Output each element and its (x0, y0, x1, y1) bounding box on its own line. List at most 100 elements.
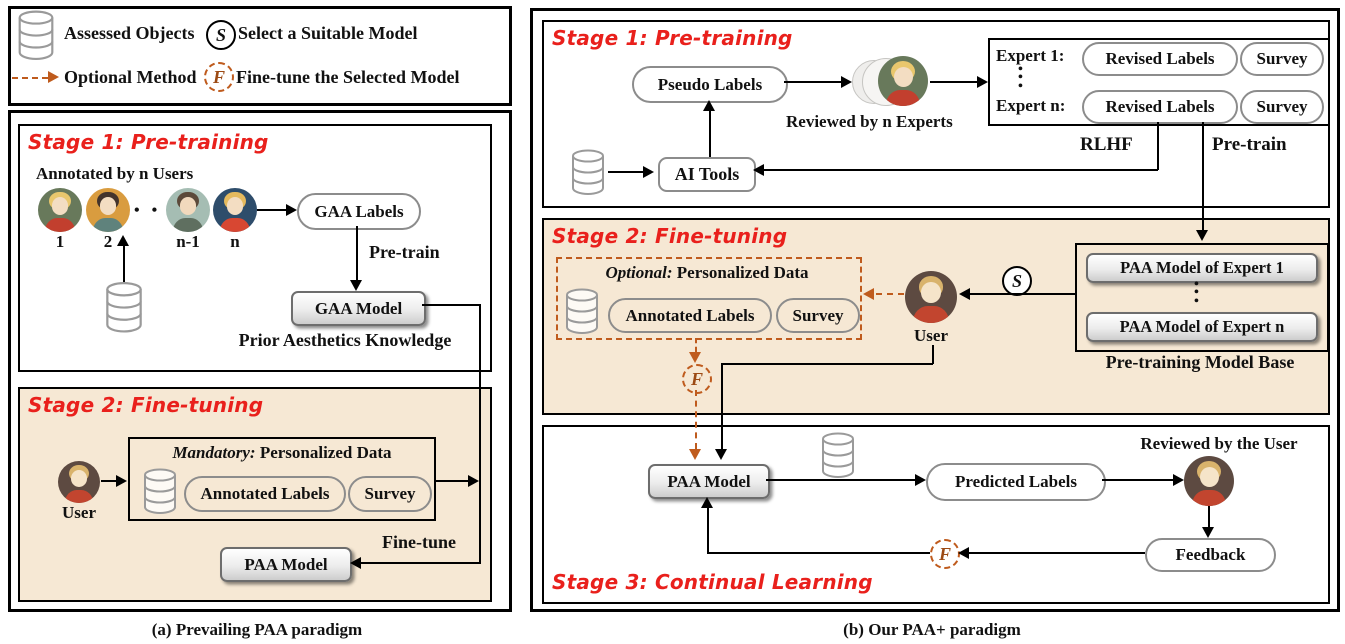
arrowhead (350, 280, 362, 291)
horizontal-dots: • • • (134, 202, 179, 219)
dashed-arrow-user-to-optional (876, 293, 904, 295)
panel-a-caption: (a) Prevailing PAA paradigm (151, 620, 363, 639)
personalized-data-word: Personalized Data (259, 443, 392, 462)
arrowhead (715, 449, 727, 460)
legend-select-model: Select a Suitable Model (238, 23, 418, 43)
arrow-db-to-aitools (608, 171, 643, 173)
arrowhead (116, 475, 127, 487)
user-label-a: User (62, 503, 96, 522)
survey-pill-b: Survey (776, 298, 860, 333)
line-gaamodel-down (479, 304, 481, 564)
arrow-experts-to-expertbox (930, 81, 977, 83)
line-user-down (932, 345, 934, 364)
database-icon (570, 148, 606, 196)
user-avatar-n1 (166, 188, 210, 232)
optional-box (556, 257, 862, 340)
user-avatar-1 (38, 188, 82, 232)
line-gaamodel-right (422, 304, 480, 306)
panel-a-stage2-title: Stage 2: Fine-tuning (28, 393, 264, 417)
arrowhead (350, 557, 361, 569)
arrow-feedback-to-f (969, 552, 1145, 554)
arrow-aitools-to-pseudo (709, 111, 711, 157)
survey-pill-n: Survey (1240, 90, 1324, 124)
paa-model-button-a: PAA Model (220, 547, 352, 582)
arrow-user-to-paamodel (721, 363, 723, 449)
arrow-users-to-gaalabels (257, 209, 286, 211)
arrowhead (753, 164, 764, 176)
arrowhead (689, 449, 701, 460)
arrow-user-to-mandatory (101, 480, 116, 482)
reviewed-by-user-label: Reviewed by the User (1140, 434, 1298, 453)
user-avatar-b (905, 271, 957, 323)
arrow-db-to-users (123, 246, 125, 282)
user-avatar (58, 461, 100, 503)
arrowhead (1173, 474, 1184, 486)
paa-model-button-b: PAA Model (648, 464, 770, 499)
ai-tools-box: AI Tools (658, 157, 756, 192)
arrowhead (915, 474, 926, 486)
arrow-f-to-paamodel-up (707, 508, 709, 553)
arrow-paamodel-to-predicted (766, 479, 915, 481)
database-icon (142, 468, 178, 514)
arrow-pretrain-to-base (1202, 122, 1204, 230)
arrowhead (841, 76, 852, 88)
panel-b-stage3-box (542, 425, 1330, 604)
expert-1-label: Expert 1: (996, 46, 1065, 65)
finetune-icon-b-stage3: F (930, 539, 960, 569)
arrowhead (703, 100, 715, 111)
paa-model-expertn-button: PAA Model of Expert n (1086, 312, 1318, 342)
legend-box (8, 6, 512, 106)
annotated-labels-pill-a: Annotated Labels (184, 476, 346, 512)
legend-optional-method: Optional Method (64, 67, 197, 87)
survey-pill-a: Survey (348, 476, 432, 512)
expert-n-label: Expert n: (996, 96, 1066, 115)
line-rlhf-left (764, 169, 1158, 171)
finetune-icon: F (204, 62, 234, 92)
prior-knowledge-label: Prior Aesthetics Knowledge (238, 330, 452, 350)
user-index-2: 2 (103, 232, 113, 251)
arrowhead (863, 288, 874, 300)
arrowhead (286, 204, 297, 216)
revised-labels-pill-n: Revised Labels (1082, 90, 1238, 124)
optional-arrowhead-icon (48, 71, 59, 83)
finetune-label-a: Fine-tune (382, 532, 456, 552)
reviewed-by-experts-label: Reviewed by n Experts (786, 112, 953, 131)
arrow-predicted-to-user (1102, 479, 1173, 481)
arrowhead (689, 352, 701, 363)
arrow-mandatory-to-line (434, 480, 468, 482)
line-user-left (721, 363, 933, 365)
predicted-labels-pill: Predicted Labels (926, 463, 1106, 501)
finetune-icon-b-stage2: F (682, 364, 712, 394)
database-icon (104, 281, 144, 333)
user-avatar-stage3 (1184, 456, 1234, 506)
feedback-pill: Feedback (1145, 538, 1276, 572)
database-icon (820, 431, 856, 479)
arrowhead (1196, 230, 1208, 241)
model-base-label: Pre-training Model Base (1105, 352, 1295, 372)
user-index-n: n (230, 232, 240, 251)
user-avatar-2 (86, 188, 130, 232)
optional-word: Optional: (605, 263, 673, 282)
survey-pill-1: Survey (1240, 42, 1324, 76)
user-index-1: 1 (55, 232, 65, 251)
vertical-dots: • • • (1018, 62, 1023, 94)
paa-model-expert1-button: PAA Model of Expert 1 (1086, 253, 1318, 283)
experts-avatar-stack (852, 56, 928, 106)
panel-a-stage1-title: Stage 1: Pre-training (28, 130, 269, 154)
mandatory-title: Mandatory: Personalized Data (140, 443, 424, 463)
pseudo-labels-pill: Pseudo Labels (632, 66, 788, 103)
arrowhead (958, 547, 969, 559)
optional-arrow-icon (12, 77, 48, 79)
revised-labels-pill-1: Revised Labels (1082, 42, 1238, 76)
annotated-by-label: Annotated by n Users (36, 164, 194, 183)
user-label-b: User (914, 326, 948, 345)
annotated-labels-pill-b: Annotated Labels (608, 298, 772, 333)
arrow-user-to-feedback (1208, 506, 1210, 527)
arrowhead (117, 235, 129, 246)
arrowhead (959, 288, 970, 300)
arrowhead (643, 166, 654, 178)
arrowhead (977, 76, 988, 88)
user-avatar-n (213, 188, 257, 232)
legend-finetune-model: Fine-tune the Selected Model (236, 67, 460, 87)
